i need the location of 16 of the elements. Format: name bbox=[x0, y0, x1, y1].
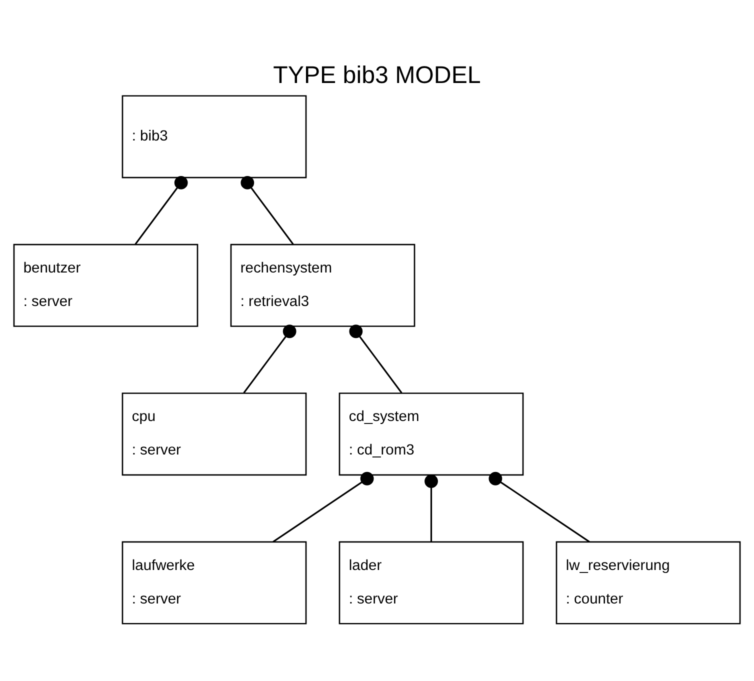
node-box: rechensystem : retrieval3 bbox=[230, 243, 416, 326]
connector bbox=[424, 474, 438, 542]
diagram-title: TYPE bib3 MODEL bbox=[273, 62, 481, 89]
node-box: lw_reservierung : counter bbox=[556, 540, 741, 624]
node-box: : bib3 bbox=[122, 94, 307, 178]
node-box: cpu : server bbox=[122, 392, 307, 476]
connector bbox=[240, 176, 294, 244]
connector bbox=[272, 471, 374, 542]
connector bbox=[488, 471, 590, 542]
node-box: benutzer : server bbox=[13, 243, 198, 326]
connector bbox=[349, 324, 402, 393]
connector bbox=[243, 324, 296, 393]
node-box: lader : server bbox=[338, 540, 524, 624]
node-box: laufwerke : server bbox=[122, 540, 307, 624]
node-box: cd_system : cd_rom3 bbox=[338, 392, 524, 476]
connector bbox=[134, 176, 188, 244]
